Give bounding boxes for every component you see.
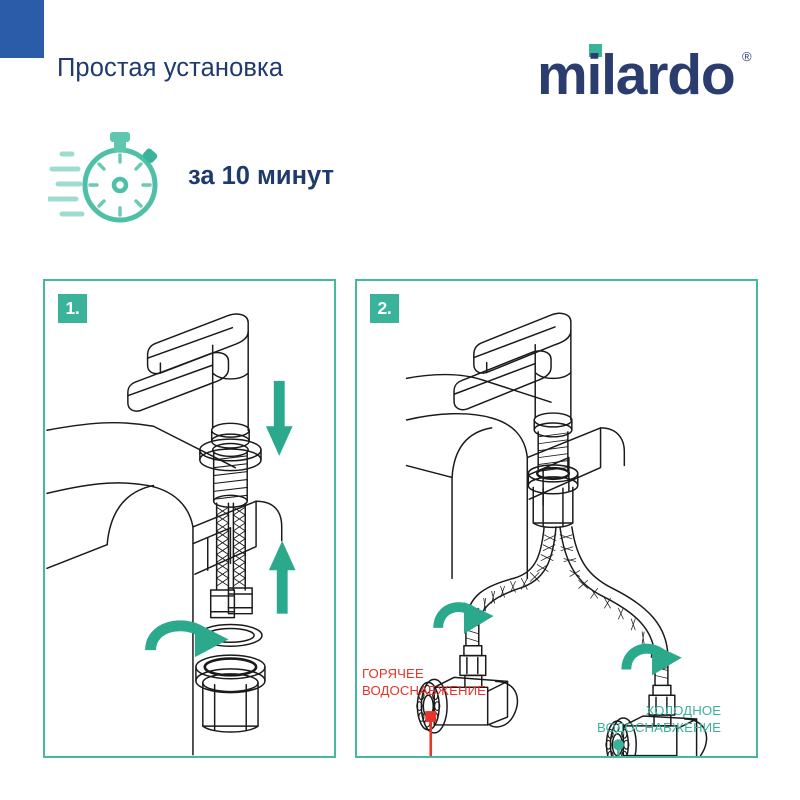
stopwatch-icon (45, 128, 168, 236)
corner-accent-block (0, 0, 44, 58)
svg-text:milardo: milardo (537, 44, 734, 106)
brand-logo: milardo ® (537, 44, 767, 106)
hot-water-label: ГОРЯЧЕЕ ВОДОСНАБЖЕНИЕ (362, 666, 486, 699)
up-arrow-step1 (268, 540, 296, 614)
svg-text:®: ® (742, 49, 752, 64)
step-1-illustration (46, 313, 296, 756)
hot-water-label-line2: ВОДОСНАБЖЕНИЕ (362, 682, 487, 698)
install-time-highlight: за 10 минут (45, 128, 448, 236)
cold-water-label-line1: ХОЛОДНОЕ (645, 703, 722, 718)
cold-water-label-line2: ВОДОСНАБЖЕНИЕ (597, 719, 722, 735)
hot-water-label-line1: ГОРЯЧЕЕ (362, 666, 424, 681)
step-panel-1: 1. (43, 279, 336, 758)
down-arrow-step1 (265, 380, 293, 456)
page-title: Простая установка (57, 54, 284, 82)
step-badge-2: 2. (370, 294, 399, 323)
rotate-arrow-hot (433, 602, 494, 634)
step-badge-1: 1. (58, 294, 87, 323)
cold-water-label: ХОЛОДНОЕ ВОДОСНАБЖЕНИЕ (597, 703, 721, 736)
install-time-caption: за 10 минут (188, 162, 334, 190)
cold-water-leader (612, 739, 624, 756)
rotate-arrow-cold (621, 643, 682, 676)
logo-dot (589, 44, 602, 57)
rotate-arrow-step1 (145, 620, 229, 658)
hot-water-leader (425, 711, 437, 756)
